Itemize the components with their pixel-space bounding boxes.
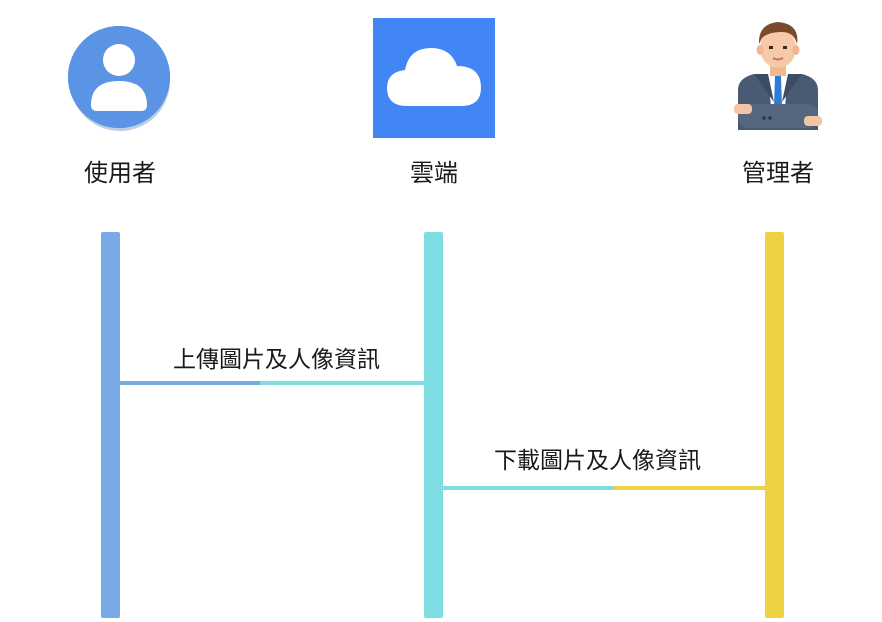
manager-person-icon <box>734 22 822 130</box>
cloud-icon <box>373 18 495 138</box>
user-avatar-icon <box>68 26 170 131</box>
lifeline-cloud <box>424 232 443 618</box>
actor-label-cloud: 雲端 <box>410 159 458 187</box>
actor-label-user: 使用者 <box>84 159 156 187</box>
actor-label-manager: 管理者 <box>742 159 814 187</box>
lifeline-manager <box>765 232 784 618</box>
message-arrow-download <box>443 486 766 490</box>
lifeline-user <box>101 232 120 618</box>
message-arrow-upload <box>119 381 425 385</box>
message-label-download: 下載圖片及人像資訊 <box>494 448 701 474</box>
message-label-upload: 上傳圖片及人像資訊 <box>173 347 380 373</box>
